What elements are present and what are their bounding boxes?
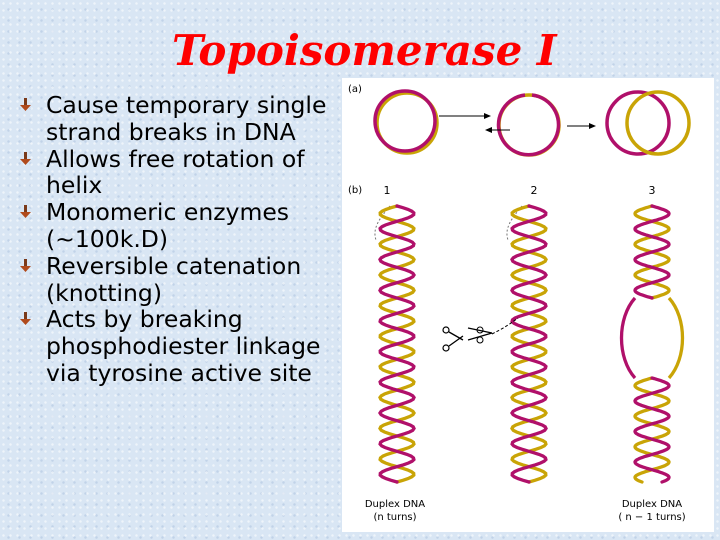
bullet-text: Acts by breaking phosphodiester linkage … [46, 305, 321, 387]
arrow-bullet-icon [20, 312, 31, 326]
column-label-3: 3 [649, 184, 656, 197]
helix-1 [378, 204, 416, 484]
caption-left-line2: (n turns) [373, 512, 416, 523]
figure-canvas: (a) (b) 1 2 3 [348, 84, 691, 523]
bullet-text: Cause temporary single strand breaks in … [46, 91, 327, 146]
bullet-text: Reversible catenation (knotting) [46, 251, 302, 307]
column-label-1: 1 [384, 184, 391, 197]
caption-right-line1: Duplex DNA [622, 499, 682, 510]
helix-strand-magenta [633, 204, 671, 300]
nicked-circle-magenta [496, 93, 561, 157]
slide-title: Topoisomerase I [172, 26, 557, 75]
topoisomerase-figure: (a) (b) 1 2 3 [342, 78, 714, 532]
unwound-strand-yellow [667, 296, 685, 380]
helix-strand-magenta [378, 204, 416, 484]
panel-b-label: (b) [348, 185, 362, 196]
arrow-bullet-icon [20, 151, 31, 165]
scissors-icon [442, 326, 464, 352]
bullet-list: Cause temporary single strand breaks in … [18, 92, 340, 387]
arrow-bullet-icon [20, 205, 31, 219]
helix-strand-yellow [633, 376, 671, 484]
bullet-text: Monomeric enzymes (~100k.D) [46, 198, 290, 253]
arrow-bullet-icon [20, 98, 31, 111]
bullet-text: Allows free rotation of helix [46, 144, 305, 200]
catenated-circle-magenta [605, 90, 671, 156]
strand-passage-arrow [491, 317, 519, 335]
bullet-item: Monomeric enzymes (~100k.D) [18, 199, 340, 253]
bullet-item: Cause temporary single strand breaks in … [18, 92, 340, 146]
helix-3 [619, 204, 685, 484]
panel-a-circles [373, 89, 691, 157]
open-circle-yellow [375, 91, 439, 155]
column-label-2: 2 [531, 184, 538, 197]
open-circle-magenta [373, 89, 437, 153]
caption-right-line2: ( n − 1 turns) [618, 512, 685, 523]
bullet-item: Reversible catenation (knotting) [18, 251, 340, 307]
caption-left-line1: Duplex DNA [365, 499, 425, 510]
helix-strand-magenta [633, 376, 671, 484]
catenated-circle-yellow [625, 90, 691, 156]
unwound-strand-magenta [619, 296, 637, 380]
bullet-item: Acts by breaking phosphodiester linkage … [18, 306, 340, 386]
panel-a-label: (a) [348, 84, 362, 95]
arrow-bullet-icon [20, 258, 31, 272]
nick-marker [467, 326, 493, 344]
bullet-item: Allows free rotation of helix [18, 144, 340, 200]
helix-strand-magenta [510, 204, 548, 484]
helix-2 [510, 204, 548, 484]
